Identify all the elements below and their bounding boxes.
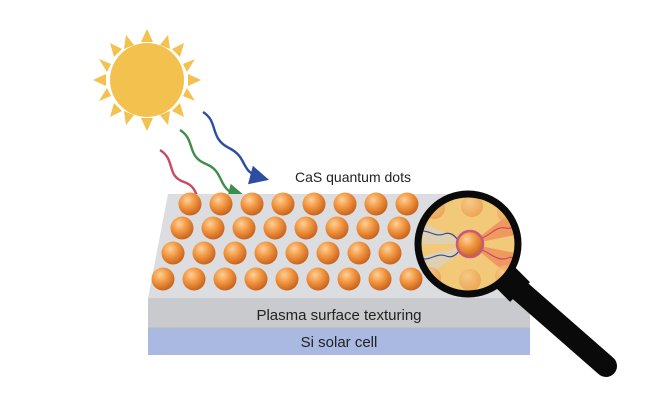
- quantum-dot: [356, 216, 380, 240]
- quantum-dot: [192, 241, 216, 265]
- blue-light-ray: [202, 110, 269, 185]
- quantum-dot: [364, 192, 388, 216]
- quantum-dot: [316, 241, 340, 265]
- quantum-dot: [201, 216, 225, 240]
- quantum-dot: [240, 192, 264, 216]
- quantum-dot: [263, 216, 287, 240]
- quantum-dot: [275, 267, 299, 291]
- quantum-dot: [213, 267, 237, 291]
- quantum-dot: [387, 216, 411, 240]
- quantum-dot: [347, 241, 371, 265]
- quantum-dot: [378, 241, 402, 265]
- texturing-layer-label: Plasma surface texturing: [256, 307, 421, 324]
- quantum-dot: [294, 216, 318, 240]
- quantum-dot-grid: [151, 192, 423, 291]
- texturing-layer: [148, 298, 530, 328]
- quantum-dot: [306, 267, 330, 291]
- quantum-dot: [368, 267, 392, 291]
- quantum-dot: [395, 192, 419, 216]
- quantum-dot: [333, 192, 357, 216]
- quantum-dot: [325, 216, 349, 240]
- quantum-dots-label: CaS quantum dots: [295, 169, 411, 185]
- quantum-dot: [178, 192, 202, 216]
- quantum-dot: [302, 192, 326, 216]
- quantum-dot: [223, 241, 247, 265]
- quantum-dot: [170, 216, 194, 240]
- quantum-dot: [209, 192, 233, 216]
- quantum-dot: [161, 241, 185, 265]
- quantum-dot: [271, 192, 295, 216]
- sun-icon: [93, 29, 201, 131]
- cell-layer-label: Si solar cell: [301, 334, 378, 351]
- quantum-dot: [399, 267, 423, 291]
- quantum-dot: [337, 267, 361, 291]
- quantum-dot: [244, 267, 268, 291]
- cell-layer: [148, 328, 530, 355]
- quantum-dot: [232, 216, 256, 240]
- green-light-ray: [179, 128, 247, 203]
- quantum-dot: [151, 267, 175, 291]
- quantum-dot: [285, 241, 309, 265]
- quantum-dot: [182, 267, 206, 291]
- quantum-dot: [254, 241, 278, 265]
- magnifying-glass-icon: [414, 190, 617, 377]
